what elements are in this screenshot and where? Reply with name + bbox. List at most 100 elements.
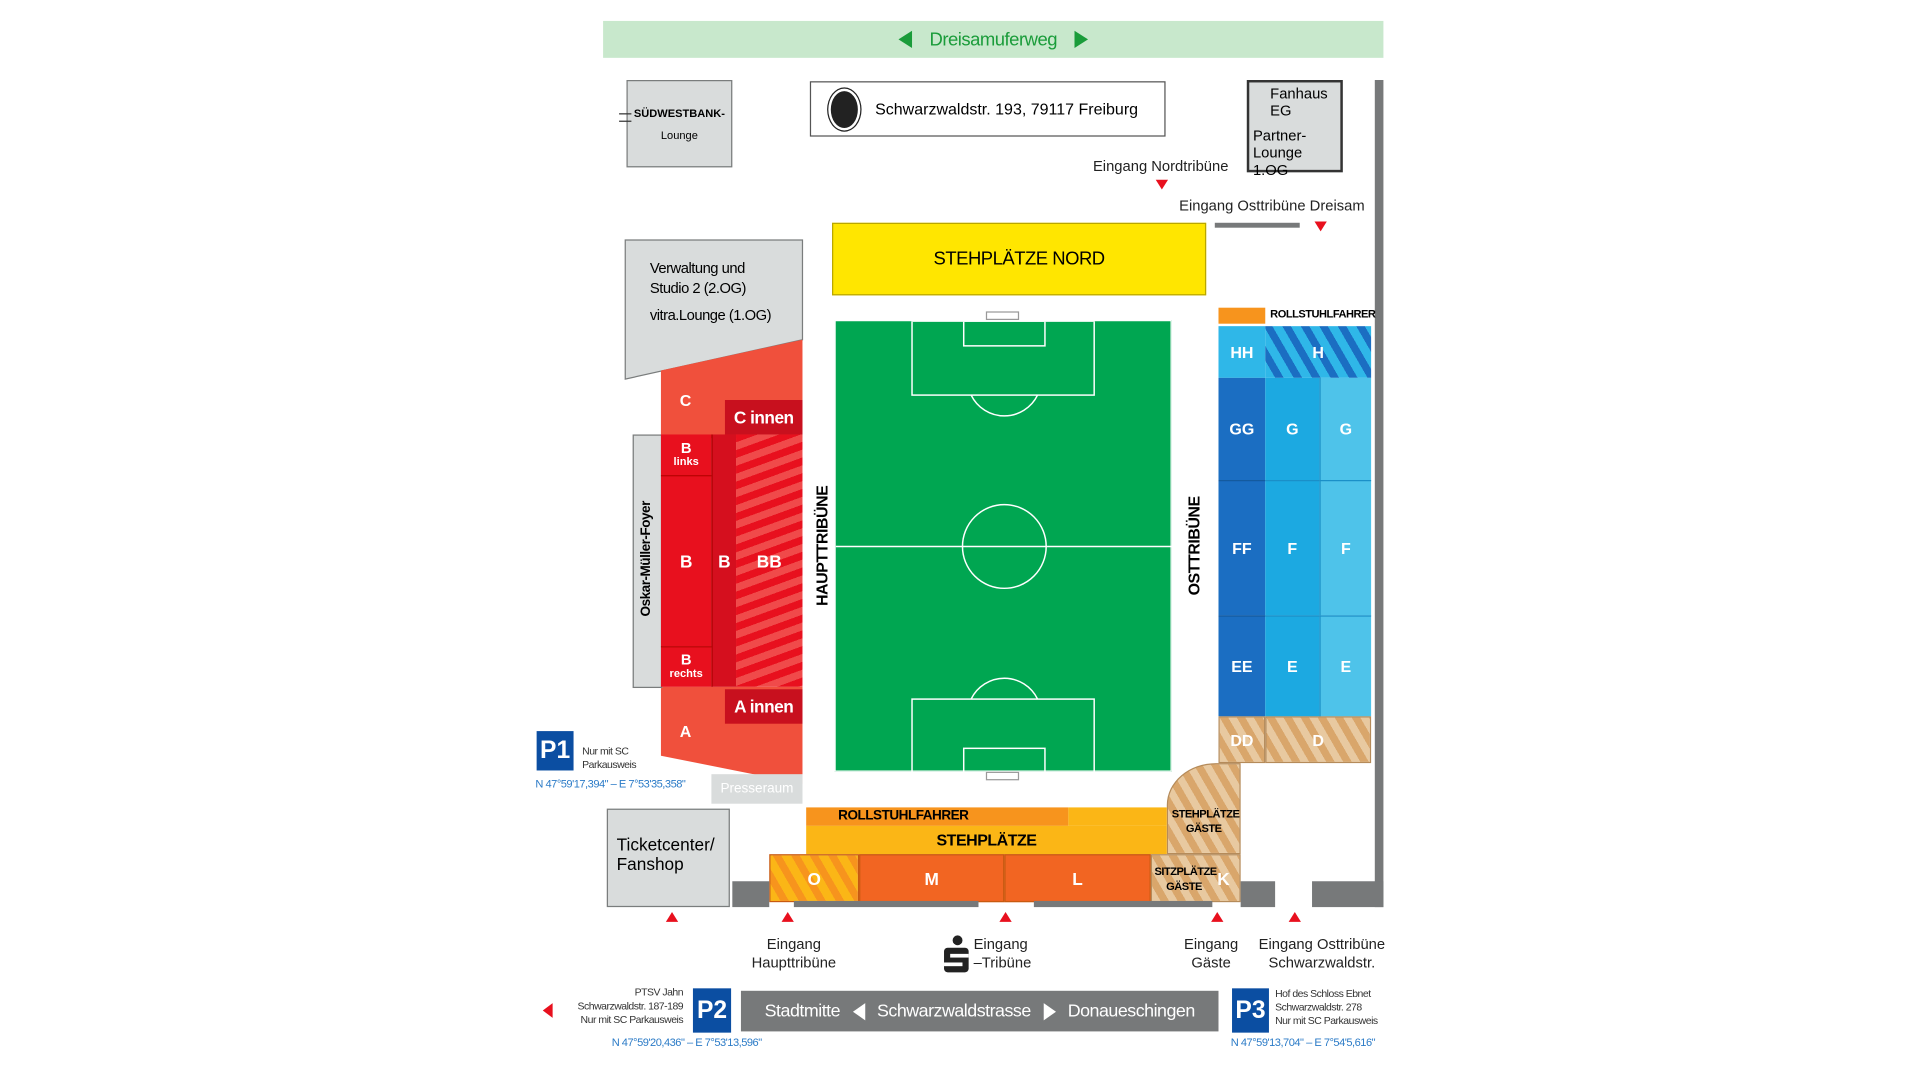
pitch bbox=[834, 320, 1173, 773]
block-l[interactable]: L bbox=[1004, 854, 1151, 903]
block-bb[interactable]: BB bbox=[736, 434, 803, 687]
ticketcenter-line1: Ticketcenter/ bbox=[616, 834, 715, 855]
entrance-gaeste-label: Eingang Gäste bbox=[1169, 935, 1253, 972]
entrance-haupt-label: Eingang Haupttribüne bbox=[732, 935, 855, 972]
entrance-ost-dreisam-label: Eingang Osttribüne Dreisam bbox=[1179, 196, 1365, 215]
goal-south bbox=[985, 771, 1020, 781]
block-dd[interactable]: DD bbox=[1218, 716, 1266, 764]
pitch-markings bbox=[835, 321, 1173, 773]
verwaltung-line2: Studio 2 (2.OG) bbox=[649, 279, 747, 297]
block-stehplaetze-sued[interactable]: STEHPLÄTZE bbox=[806, 825, 1167, 855]
stand-stehplaetze-nord[interactable]: STEHPLÄTZE NORD bbox=[832, 222, 1207, 296]
fanhaus-line4: Lounge 1.OG bbox=[1252, 144, 1303, 179]
block-c[interactable]: C bbox=[679, 390, 692, 410]
block-m[interactable]: M bbox=[859, 854, 1005, 903]
parking-p3-badge[interactable]: P3 bbox=[1232, 988, 1269, 1033]
entrance-gaeste-marker bbox=[1211, 912, 1224, 922]
dreisamuferweg-path: Dreisamuferweg bbox=[603, 20, 1384, 58]
b-rechts-sub: rechts bbox=[669, 667, 703, 680]
p2-line2: Schwarzwaldstr. 187-189 bbox=[577, 999, 684, 1012]
parking-p2-badge[interactable]: P2 bbox=[692, 988, 732, 1033]
block-e1[interactable]: E bbox=[1265, 615, 1320, 717]
block-b-rechts[interactable]: B rechts bbox=[660, 646, 712, 687]
block-hh[interactable]: HH bbox=[1218, 326, 1266, 378]
block-a-innen[interactable]: A innen bbox=[724, 689, 803, 724]
parking-p2-coords: N 47°59'20,436" – E 7°53'13,596" bbox=[611, 1036, 762, 1049]
south-wheelchair-area[interactable]: ROLLSTUHLFAHRER bbox=[806, 807, 1069, 826]
entrance-nord-label: Eingang Nordtribüne bbox=[1092, 157, 1229, 175]
s-line1: Eingang bbox=[973, 935, 1028, 953]
schwarzwaldstrasse-road: Stadtmitte Schwarzwaldstrasse Donaueschi… bbox=[740, 990, 1219, 1032]
south-wall-5 bbox=[1312, 881, 1384, 908]
block-o[interactable]: O bbox=[769, 854, 860, 903]
block-a[interactable]: A bbox=[679, 721, 692, 741]
block-f1[interactable]: F bbox=[1265, 480, 1320, 616]
presseraum: Presseraum bbox=[711, 774, 803, 804]
suedwestbank-line2: Lounge bbox=[660, 128, 698, 141]
block-g2[interactable]: G bbox=[1319, 377, 1372, 481]
block-gg[interactable]: GG bbox=[1218, 377, 1266, 481]
suedwestbank-line1: SÜDWESTBANK- bbox=[633, 106, 725, 119]
road-left-label: Stadtmitte bbox=[764, 1001, 841, 1021]
gaeste-line1: Eingang bbox=[1183, 935, 1239, 953]
address-box: Schwarzwaldstr. 193, 79117 Freiburg bbox=[809, 81, 1166, 137]
suedwestbank-lounge: SÜDWESTBANK- Lounge bbox=[626, 80, 733, 168]
south-wall-2 bbox=[793, 900, 979, 908]
ticketcenter-line2: Fanshop bbox=[616, 854, 684, 874]
entrance-ost-dreisam-marker bbox=[1314, 221, 1327, 232]
block-e2[interactable]: E bbox=[1319, 615, 1372, 717]
block-h[interactable]: H bbox=[1265, 326, 1372, 378]
arrow-left-p2-icon bbox=[542, 1003, 553, 1018]
block-f2[interactable]: F bbox=[1319, 480, 1372, 616]
block-d[interactable]: D bbox=[1265, 716, 1372, 764]
verwaltung-text: Verwaltung und Studio 2 (2.OG) vitra.Lou… bbox=[649, 258, 772, 324]
block-c-innen[interactable]: C innen bbox=[724, 400, 803, 435]
south-wheelchair-strip bbox=[1068, 807, 1167, 826]
block-b[interactable]: B bbox=[660, 475, 712, 647]
parking-p3-coords: N 47°59'13,704" – E 7°54'5,616" bbox=[1230, 1036, 1376, 1049]
address-text: Schwarzwaldstr. 193, 79117 Freiburg bbox=[875, 99, 1139, 119]
block-g1[interactable]: G bbox=[1265, 377, 1320, 481]
block-b-links[interactable]: B links bbox=[660, 434, 712, 476]
ticketcenter-fanshop[interactable]: Ticketcenter/ Fanshop bbox=[606, 808, 730, 908]
p1-line2: Parkausweis bbox=[582, 758, 637, 771]
south-wall-1 bbox=[732, 881, 770, 908]
north-fence bbox=[1214, 222, 1300, 228]
entrance-ost-schwarz-marker bbox=[1288, 912, 1301, 922]
east-wheelchair-area[interactable] bbox=[1218, 307, 1266, 324]
p2-line3: Nur mit SC Parkausweis bbox=[580, 1012, 684, 1026]
parking-p3-info: Hof des Schloss Ebnet Schwarzwaldstr. 27… bbox=[1275, 987, 1378, 1028]
goal-north bbox=[985, 311, 1020, 321]
osttribuene-label: OSTTRIBÜNE bbox=[1184, 496, 1204, 596]
verwaltung-line1: Verwaltung und bbox=[649, 259, 745, 277]
entrance-s-marker bbox=[999, 912, 1012, 922]
haupt-line1: Eingang bbox=[766, 935, 821, 953]
block-ee[interactable]: EE bbox=[1218, 615, 1266, 717]
block-sitzplaetze-gaeste[interactable]: SITZPLÄTZE GÄSTE K bbox=[1150, 854, 1241, 903]
east-wheelchair-label: ROLLSTUHLFAHRER bbox=[1270, 307, 1376, 321]
road-center-label: Schwarzwaldstrasse bbox=[876, 1001, 1031, 1021]
p2-line1: PTSV Jahn bbox=[634, 985, 684, 999]
south-wall-3 bbox=[1033, 900, 1213, 908]
road-right-label: Donaueschingen bbox=[1067, 1001, 1196, 1021]
south-wall-4 bbox=[1240, 881, 1276, 908]
ost-schwarz-line2: Schwarzwaldstr. bbox=[1268, 953, 1376, 972]
p1-line1: Nur mit SC bbox=[582, 744, 629, 757]
block-stehplaetze-gaeste[interactable]: STEHPLÄTZE GÄSTE bbox=[1166, 763, 1241, 855]
block-b-narrow[interactable]: B bbox=[711, 434, 737, 687]
east-wall bbox=[1374, 80, 1384, 908]
haupt-line2: Haupttribüne bbox=[751, 953, 837, 972]
parking-p1-badge[interactable]: P1 bbox=[536, 731, 574, 771]
entrance-s-label: Eingang –Tribüne bbox=[974, 935, 1032, 972]
sc-freiburg-logo bbox=[828, 88, 861, 130]
p3-line1: Hof des Schloss Ebnet bbox=[1275, 987, 1371, 1000]
door-icon bbox=[619, 113, 632, 122]
block-ff[interactable]: FF bbox=[1218, 480, 1266, 616]
guest-standing-label: STEHPLÄTZE GÄSTE bbox=[1171, 807, 1240, 835]
fanhaus-line1: Fanhaus bbox=[1270, 84, 1328, 103]
path-label: Dreisamuferweg bbox=[929, 28, 1058, 50]
oskar-mueller-foyer: Oskar-Müller-Foyer bbox=[632, 434, 663, 689]
p3-line3: Nur mit SC Parkausweis bbox=[1275, 1014, 1378, 1027]
arrow-right-icon bbox=[1074, 30, 1088, 49]
